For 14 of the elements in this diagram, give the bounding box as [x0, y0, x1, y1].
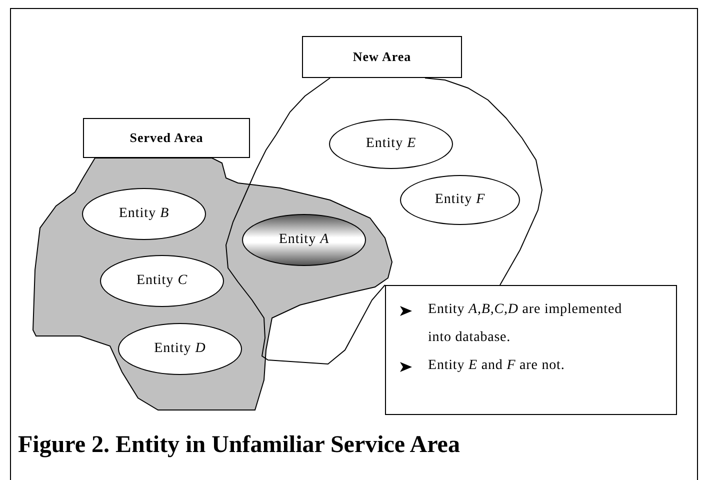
entity-label: Entity C: [136, 273, 188, 289]
area-label: New Area: [352, 49, 412, 65]
area-label-box: [302, 36, 462, 78]
entity-label: Entity A: [278, 232, 330, 248]
area-label: Served Area: [130, 130, 204, 146]
entity-label: Entity B: [118, 206, 170, 222]
note-box: [385, 285, 677, 415]
note-text: Entity E and F are not.: [428, 357, 565, 375]
figure-caption: Figure 2. Entity in Unfamiliar Service Area: [18, 432, 460, 459]
entity-label: Entity F: [434, 192, 486, 208]
entity-label: Entity D: [154, 341, 206, 357]
entity-label: Entity E: [366, 136, 416, 152]
area-label-box: [83, 118, 250, 158]
note-text: Entity A,B,C,D are implemented into database.: [428, 301, 623, 347]
